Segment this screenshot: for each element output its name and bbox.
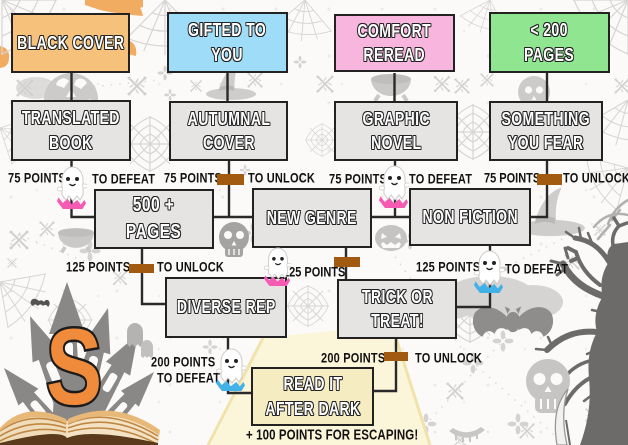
svg-text:S: S (46, 306, 102, 428)
